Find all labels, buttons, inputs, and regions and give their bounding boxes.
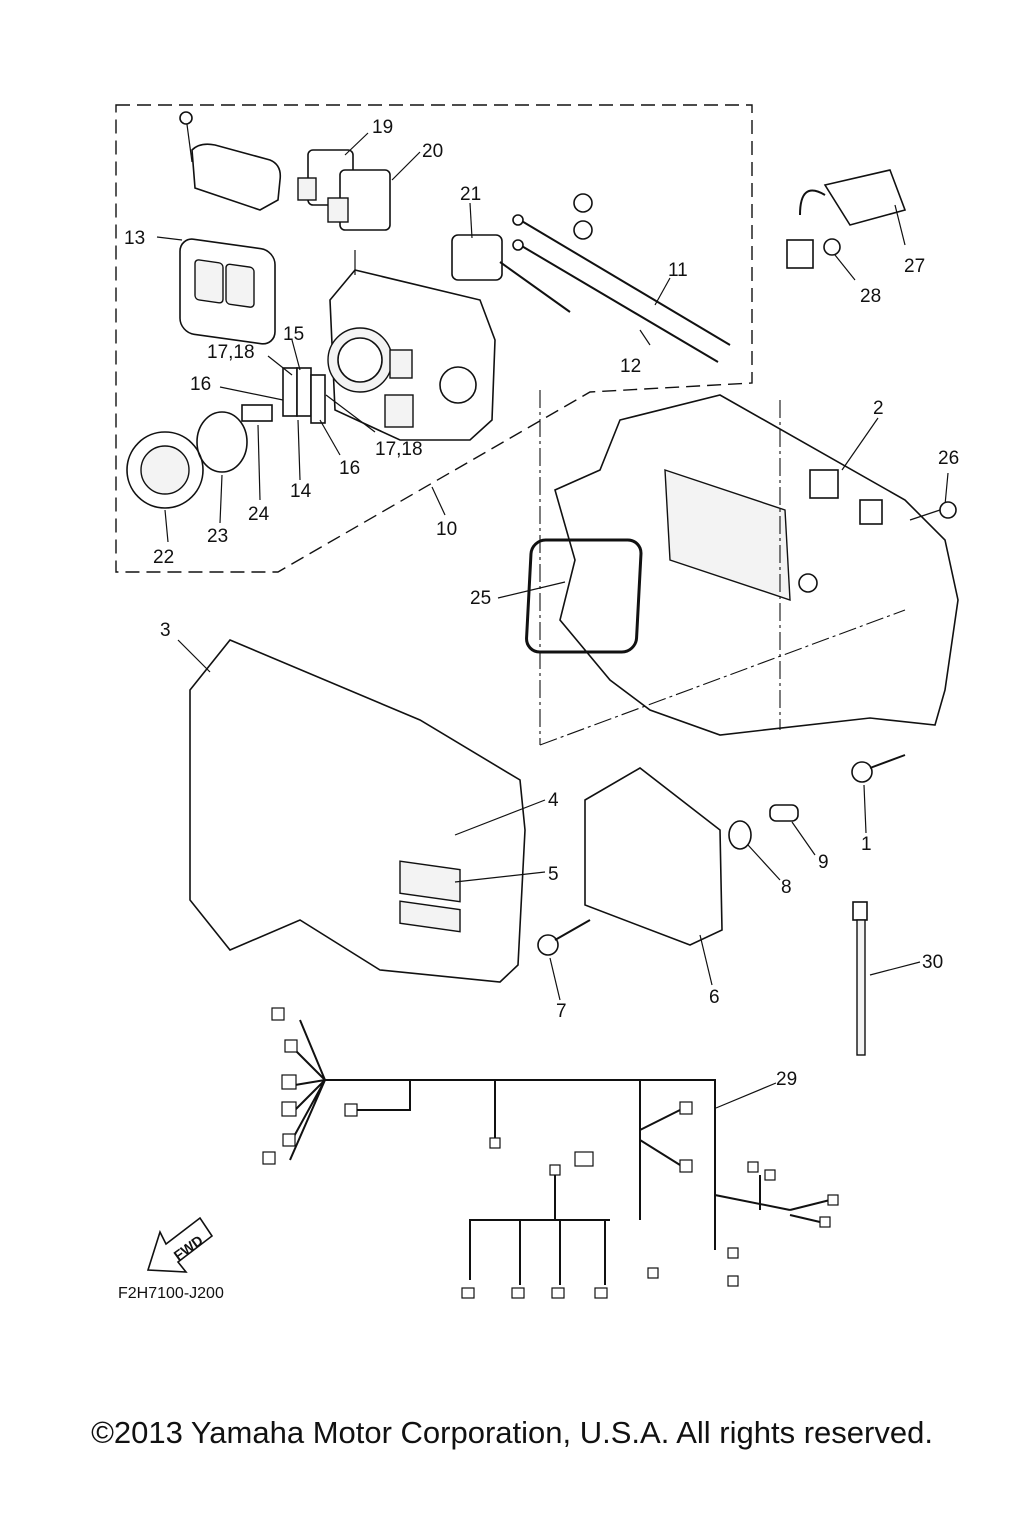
fuse-block bbox=[219, 339, 376, 481]
copyright-notice: ©2013 Yamaha Motor Corporation, U.S.A. A… bbox=[91, 1415, 933, 1450]
callout-26: 26 bbox=[938, 448, 959, 469]
gasket-25 bbox=[497, 538, 643, 654]
callout-17-18-right: 17,18 bbox=[375, 439, 423, 460]
cover-3 bbox=[177, 639, 526, 983]
cap-22 bbox=[126, 431, 204, 543]
housing-2 bbox=[554, 394, 959, 736]
callout-15: 15 bbox=[283, 324, 304, 345]
cover-13 bbox=[179, 111, 282, 345]
callout-17-18-left: 17,18 bbox=[207, 342, 255, 363]
callout-2: 2 bbox=[873, 398, 884, 419]
callout-16-right: 16 bbox=[339, 458, 360, 479]
drawing-code: F2H7100-J200 bbox=[118, 1285, 224, 1302]
ecu-6 bbox=[584, 767, 723, 986]
callout-10: 10 bbox=[436, 519, 457, 540]
relay-20 bbox=[327, 169, 391, 231]
connector-21 bbox=[451, 202, 503, 281]
callout-25: 25 bbox=[470, 588, 491, 609]
callout-30: 30 bbox=[922, 952, 943, 973]
sensor-27 bbox=[786, 169, 907, 281]
callout-27: 27 bbox=[904, 256, 925, 277]
callout-1: 1 bbox=[861, 834, 872, 855]
callout-28: 28 bbox=[860, 286, 881, 307]
box-assembly-10 bbox=[327, 250, 496, 441]
bolt-7 bbox=[537, 919, 591, 1001]
callout-19: 19 bbox=[372, 117, 393, 138]
collar-9 bbox=[769, 804, 816, 856]
callout-16-left: 16 bbox=[190, 374, 211, 395]
callout-20: 20 bbox=[422, 141, 443, 162]
callout-9: 9 bbox=[818, 852, 829, 873]
callout-21: 21 bbox=[460, 184, 481, 205]
callout-12: 12 bbox=[620, 356, 641, 377]
callout-labels: 1 2 3 4 5 6 7 8 9 10 11 12 13 14 15 16 1… bbox=[124, 117, 959, 1090]
o-ring-23 bbox=[196, 411, 248, 524]
callout-6: 6 bbox=[709, 987, 720, 1008]
wire-harness-29 bbox=[262, 1007, 839, 1299]
callout-4: 4 bbox=[548, 790, 559, 811]
fwd-arrow-icon: FWD bbox=[146, 1216, 214, 1273]
callout-11: 11 bbox=[668, 260, 688, 281]
callout-23: 23 bbox=[207, 526, 228, 547]
callout-3: 3 bbox=[160, 620, 171, 641]
callout-7: 7 bbox=[556, 1001, 567, 1022]
subassembly-outline bbox=[115, 104, 753, 573]
bolt-1 bbox=[851, 754, 906, 834]
callout-8: 8 bbox=[781, 877, 792, 898]
grommet-8 bbox=[728, 820, 781, 881]
callout-24: 24 bbox=[248, 504, 270, 525]
callout-22: 22 bbox=[153, 547, 174, 568]
cables-11-12 bbox=[499, 193, 731, 363]
callout-5: 5 bbox=[548, 864, 559, 885]
callout-29: 29 bbox=[776, 1069, 797, 1090]
callout-13: 13 bbox=[124, 228, 145, 249]
cable-tie-30 bbox=[852, 901, 921, 1056]
callout-14: 14 bbox=[290, 481, 312, 502]
